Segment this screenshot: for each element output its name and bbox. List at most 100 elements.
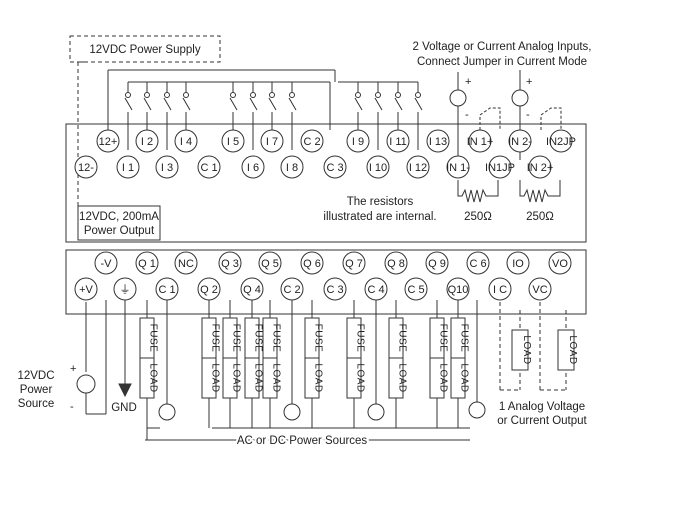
output-terminal-label-ground: ⏚ bbox=[120, 283, 131, 296]
output-terminal-label-v: +V bbox=[79, 284, 93, 296]
input-terminal-in-1 bbox=[468, 129, 492, 153]
input-terminal-12 bbox=[96, 129, 120, 153]
load-label-1: LOAD bbox=[210, 363, 221, 392]
fuse-label-8: FUSE bbox=[438, 324, 449, 353]
load-label-7: LOAD bbox=[397, 363, 408, 392]
power-source-label-2: Power bbox=[20, 384, 53, 396]
output-terminal-v bbox=[74, 277, 98, 301]
input-terminal-i-6 bbox=[241, 155, 265, 179]
dc-power-source bbox=[76, 300, 132, 415]
analog-output-label-2: or Current Output bbox=[497, 415, 587, 427]
input-terminal-in1jp bbox=[488, 155, 512, 179]
output-terminal-label-vc: VC bbox=[532, 284, 547, 296]
fuse-label-2: FUSE bbox=[231, 324, 242, 353]
input-terminal-in-2 bbox=[508, 129, 532, 153]
input-terminal-i-8 bbox=[280, 155, 304, 179]
input-terminal-label-i-13: I 13 bbox=[429, 136, 447, 148]
input-terminal-i-9 bbox=[346, 129, 370, 153]
input-terminal-label-i-11: I 11 bbox=[389, 136, 407, 148]
output-terminal-label-vo: VO bbox=[552, 258, 568, 270]
input-terminal-label-12: 12- bbox=[78, 162, 94, 174]
input-terminal-label-i-10: I 10 bbox=[369, 162, 387, 174]
load-label-3: LOAD bbox=[253, 363, 264, 392]
output-terminal-vc bbox=[528, 277, 552, 301]
output-terminal-q-9 bbox=[425, 251, 449, 275]
input-terminal-i-10 bbox=[366, 155, 390, 179]
input-terminal-c-2 bbox=[300, 129, 324, 153]
output-terminal-i-c bbox=[488, 277, 512, 301]
output-terminal-io bbox=[506, 251, 530, 275]
output-terminal-label-q-1: Q 1 bbox=[138, 258, 156, 270]
ac-dc-sources-label: AC or DC Power Sources bbox=[237, 435, 368, 447]
input-terminal-label-12: 12+ bbox=[99, 136, 118, 148]
fuse-label-5: FUSE bbox=[313, 324, 324, 353]
output-terminal-q-1 bbox=[135, 251, 159, 275]
output-terminal-block bbox=[65, 249, 587, 315]
fuse-label-7: FUSE bbox=[397, 324, 408, 353]
power-source-minus: - bbox=[70, 401, 74, 413]
power-supply-box bbox=[69, 35, 221, 63]
output-terminal-label-i-c: I C bbox=[493, 284, 507, 296]
output-terminal-q-8 bbox=[384, 251, 408, 275]
input-terminal-label-i-6: I 6 bbox=[247, 162, 259, 174]
fuse-label-4: FUSE bbox=[271, 324, 282, 353]
analog-output-label-1: 1 Analog Voltage bbox=[499, 401, 585, 413]
fuse-label-3: FUSE bbox=[253, 324, 264, 353]
output-terminal-q-5 bbox=[258, 251, 282, 275]
input-terminal-label-in1jp: IN1JP bbox=[485, 162, 515, 174]
input-terminal-label-i-9: I 9 bbox=[352, 136, 364, 148]
power-source-label-3: Source bbox=[18, 398, 54, 410]
input-terminal-in-2 bbox=[528, 155, 552, 179]
load-label-4: LOAD bbox=[271, 363, 282, 392]
input-terminal-label-in2jp: IN2JP bbox=[546, 136, 576, 148]
output-terminal-label-c-3: C 3 bbox=[326, 284, 343, 296]
output-terminal-c-6 bbox=[466, 251, 490, 275]
resistor-value-1: 250Ω bbox=[464, 211, 492, 223]
power-output-label-1: 12VDC, 200mA bbox=[79, 211, 159, 223]
analog-inputs-label-2: Connect Jumper in Current Mode bbox=[417, 56, 587, 68]
input-terminal-i-5 bbox=[221, 129, 245, 153]
input-terminal-label-i-7: I 7 bbox=[266, 136, 278, 148]
input-terminal-c-1 bbox=[197, 155, 221, 179]
input-switches bbox=[124, 82, 423, 150]
input-terminal-label-i-2: I 2 bbox=[141, 136, 153, 148]
resistor-note-2: illustrated are internal. bbox=[323, 211, 436, 223]
fuse-label-1: FUSE bbox=[210, 324, 221, 353]
gnd-label: GND bbox=[111, 402, 137, 414]
input-terminal-label-in-2: IN 2+ bbox=[527, 162, 554, 174]
output-terminal-label-io: IO bbox=[512, 258, 524, 270]
input-terminal-label-in-2: IN 2- bbox=[508, 136, 532, 148]
input-terminal-label-i-12: I 12 bbox=[409, 162, 427, 174]
ac-source-2 bbox=[367, 403, 385, 421]
analog1-plus: + bbox=[465, 76, 471, 88]
power-output-box bbox=[77, 205, 161, 241]
resistors bbox=[457, 180, 561, 203]
input-terminal-i-3 bbox=[155, 155, 179, 179]
power-supply-label: 12VDC Power Supply bbox=[89, 44, 200, 56]
input-terminal-c-3 bbox=[323, 155, 347, 179]
power-source-label-1: 12VDC bbox=[17, 370, 54, 382]
input-terminal-i-4 bbox=[174, 129, 198, 153]
input-terminal-label-i-1: I 1 bbox=[122, 162, 134, 174]
output-terminal-vo bbox=[548, 251, 572, 275]
output-terminal-label-c-6: C 6 bbox=[469, 258, 486, 270]
output-terminal-q-6 bbox=[300, 251, 324, 275]
fuse-label-0: FUSE bbox=[148, 324, 159, 353]
power-source-plus: + bbox=[70, 363, 76, 375]
load-label-6: LOAD bbox=[355, 363, 366, 392]
output-terminal-label-c-4: C 4 bbox=[367, 284, 384, 296]
input-terminal-i-13 bbox=[426, 129, 450, 153]
input-terminal-i-12 bbox=[406, 155, 430, 179]
output-terminal-label-q-9: Q 9 bbox=[428, 258, 446, 270]
input-terminal-label-c-2: C 2 bbox=[303, 136, 320, 148]
power-output-label-2: Power Output bbox=[84, 225, 155, 237]
ac-source-3 bbox=[468, 401, 486, 419]
output-terminal-label-q-6: Q 6 bbox=[303, 258, 321, 270]
input-terminal-12 bbox=[74, 155, 98, 179]
output-terminal-v bbox=[94, 251, 118, 275]
input-terminal-i-7 bbox=[260, 129, 284, 153]
